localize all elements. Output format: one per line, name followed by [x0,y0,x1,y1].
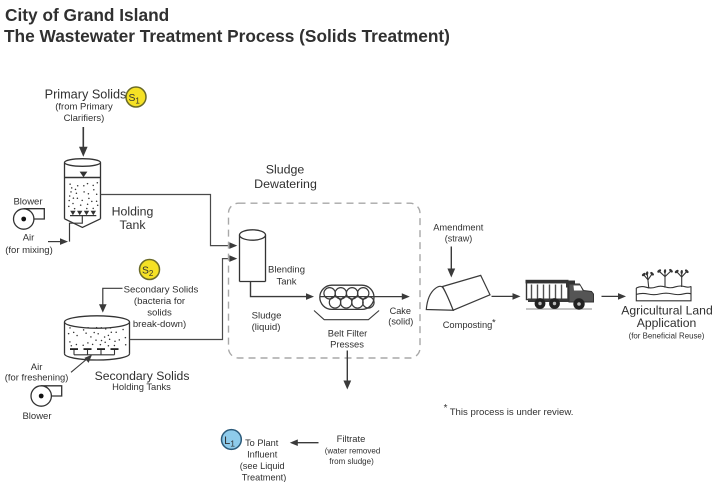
svg-text:Amendment: Amendment [433,222,484,232]
svg-text:Clarifiers): Clarifiers) [64,113,105,124]
svg-text:*: * [444,403,448,414]
svg-text:from sludge): from sludge) [329,457,374,466]
svg-text:Composting: Composting [443,320,493,330]
svg-text:Blower: Blower [22,411,51,422]
svg-text:S2: S2 [142,266,154,278]
svg-text:(for Beneficial Reuse): (for Beneficial Reuse) [629,331,705,340]
svg-text:*: * [492,317,496,328]
svg-text:Cake: Cake [390,306,411,316]
svg-text:(for mixing): (for mixing) [5,245,53,256]
svg-text:Agricultural Land: Agricultural Land [621,303,712,317]
svg-text:Tank: Tank [120,218,147,232]
svg-text:Air: Air [31,362,43,373]
svg-text:L1: L1 [224,435,235,449]
svg-text:(see Liquid: (see Liquid [240,461,285,471]
svg-text:(water removed: (water removed [325,446,381,455]
svg-text:Blower: Blower [13,197,42,208]
svg-text:Secondary Solids: Secondary Solids [124,284,199,295]
svg-text:Secondary Solids: Secondary Solids [95,369,190,383]
svg-text:(liquid): (liquid) [252,322,281,333]
svg-text:Treatment): Treatment) [242,472,287,482]
svg-text:S1: S1 [129,93,141,105]
svg-text:Holding: Holding [112,204,154,218]
svg-text:Filtrate: Filtrate [337,433,366,444]
svg-text:(bacteria for: (bacteria for [134,296,186,307]
svg-text:Tank: Tank [276,276,296,287]
svg-text:(for freshening): (for freshening) [5,372,69,383]
svg-text:Dewatering: Dewatering [254,177,317,191]
svg-text:City of Grand Island: City of Grand Island [5,5,169,25]
svg-text:(straw): (straw) [445,234,473,244]
svg-text:Presses: Presses [330,339,364,350]
svg-text:Influent: Influent [247,449,278,459]
svg-text:Holding Tanks: Holding Tanks [112,381,171,392]
svg-text:The Wastewater Treatment Proce: The Wastewater Treatment Process (Solids… [4,26,450,46]
svg-text:Primary Solids: Primary Solids [45,88,127,102]
svg-text:To Plant: To Plant [245,438,279,448]
svg-text:Belt Filter: Belt Filter [328,328,368,339]
svg-text:Blending: Blending [268,264,305,275]
svg-text:Application: Application [637,316,697,330]
svg-text:Sludge: Sludge [252,310,282,321]
svg-text:solids: solids [147,308,172,319]
svg-text:(from Primary: (from Primary [55,102,113,113]
svg-text:break-down): break-down) [133,319,186,330]
svg-text:Sludge: Sludge [266,163,305,177]
svg-text:Air: Air [23,232,35,243]
svg-text:This process is under review.: This process is under review. [450,407,574,418]
svg-text:(solid): (solid) [388,317,413,327]
